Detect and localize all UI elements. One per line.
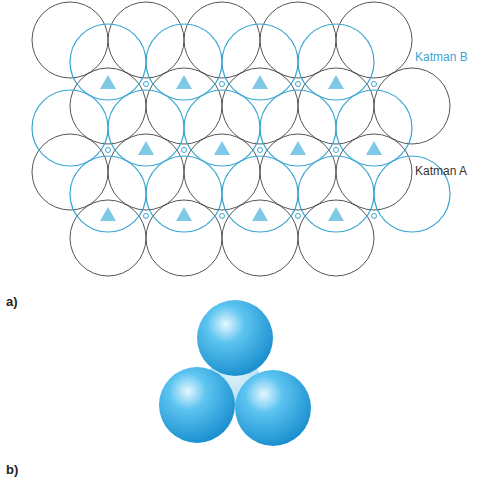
layer-label: Katman A <box>415 164 467 178</box>
tetrahedral-void <box>100 207 116 221</box>
atom-circle <box>146 200 222 276</box>
octahedral-void <box>258 148 263 153</box>
atom-circle <box>146 24 222 100</box>
atom-circle <box>298 24 374 100</box>
tetrahedral-void <box>214 141 230 155</box>
tetrahedral-void <box>100 75 116 89</box>
atom-circle <box>70 24 146 100</box>
octahedral-void <box>296 214 301 219</box>
octahedral-void <box>372 82 377 87</box>
octahedral-void <box>372 214 377 219</box>
octahedral-void <box>334 148 339 153</box>
panel-letter: a) <box>6 294 18 309</box>
layer-a-circles <box>32 2 450 276</box>
atom-circle <box>146 156 222 232</box>
tetrahedral-void <box>366 141 382 155</box>
atom-circle <box>184 90 260 166</box>
tetrahedral-void <box>328 75 344 89</box>
atom-circle <box>108 90 184 166</box>
octahedral-void <box>144 214 149 219</box>
tetrahedral-void <box>328 207 344 221</box>
atom-circle <box>260 90 336 166</box>
octahedral-void <box>220 82 225 87</box>
octahedral-void <box>182 148 187 153</box>
atom-circle <box>336 90 412 166</box>
octahedral-void <box>106 148 111 153</box>
tetrahedral-void <box>138 141 154 155</box>
atom-circle <box>298 200 374 276</box>
tetrahedral-void <box>176 75 192 89</box>
atom-circle <box>70 200 146 276</box>
tetrahedral-void <box>252 207 268 221</box>
tetrahedral-void <box>252 75 268 89</box>
void-marks <box>100 75 382 221</box>
atom-circle <box>32 90 108 166</box>
layer-label: Katman B <box>415 50 468 64</box>
atom-circle <box>222 200 298 276</box>
octahedral-void <box>220 214 225 219</box>
octahedral-void <box>144 82 149 87</box>
tetrahedral-void <box>290 141 306 155</box>
atom-circle <box>70 156 146 232</box>
tetrahedral-void <box>176 207 192 221</box>
atom-circle <box>298 156 374 232</box>
panel-letter: b) <box>6 462 18 477</box>
atom-circle <box>222 156 298 232</box>
sphere-stack <box>159 300 311 446</box>
octahedral-void <box>296 82 301 87</box>
atom-circle <box>222 24 298 100</box>
layer-b-circles <box>32 24 450 232</box>
